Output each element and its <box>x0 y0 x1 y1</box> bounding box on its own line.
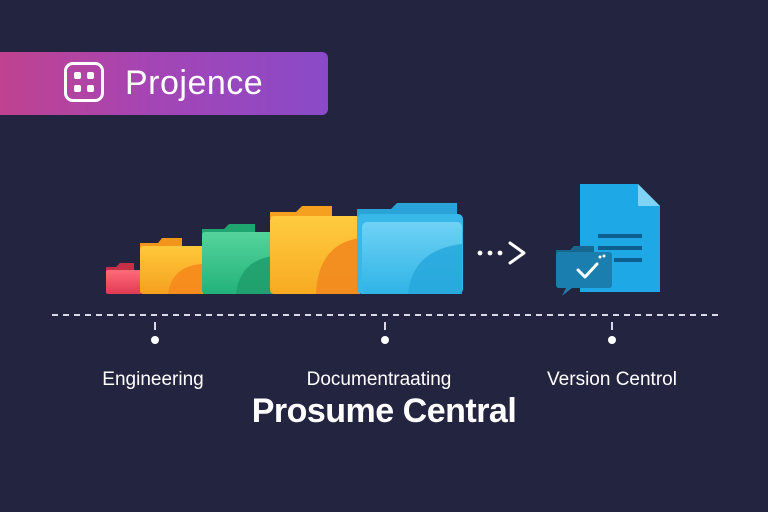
folder-icon-orange <box>140 238 206 294</box>
timeline-markers <box>151 322 616 344</box>
app-grid-icon <box>64 62 104 102</box>
folder-icon-yellow <box>270 206 362 294</box>
brand-name: Projence <box>125 64 264 102</box>
page-title: Prosume Central <box>251 392 517 430</box>
folder-icon-red <box>106 263 142 294</box>
stage-label-engineering: Engineering <box>102 369 204 390</box>
dotted-arrow-right-icon <box>477 241 526 265</box>
stage-label-documenting: Documentraating <box>306 369 452 390</box>
folder-icon-green <box>202 224 276 294</box>
checked-folder-icon <box>556 246 612 296</box>
stage-label-version-control: Version Centrol <box>547 369 677 390</box>
folder-icon-blue <box>357 203 463 294</box>
brand-banner: Projence <box>0 52 328 115</box>
